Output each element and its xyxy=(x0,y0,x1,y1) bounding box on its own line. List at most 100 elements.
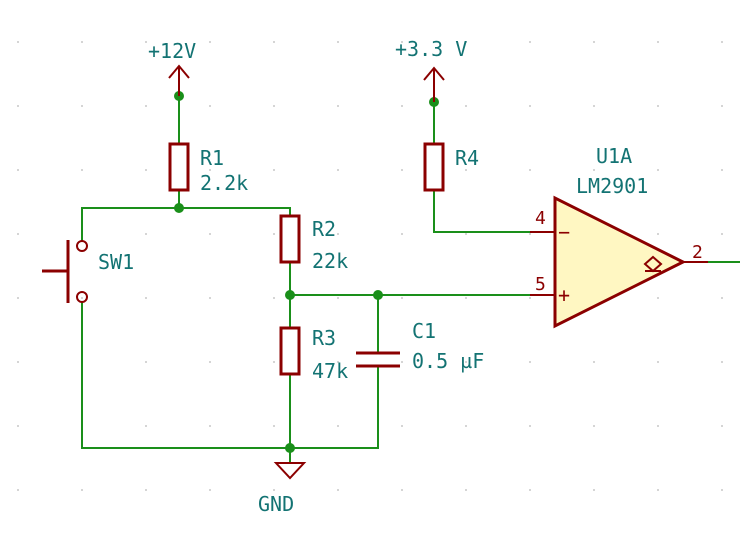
r1-value: 2.2k xyxy=(200,171,248,195)
junction-c1-top xyxy=(373,290,383,300)
grid-dot xyxy=(465,489,467,491)
junction-divider xyxy=(285,290,295,300)
grid-dot xyxy=(17,297,19,299)
pin-inv-number: 4 xyxy=(535,208,546,229)
grid-dot xyxy=(273,169,275,171)
grid-dot xyxy=(401,489,403,491)
r2-ref: R2 xyxy=(312,217,336,241)
grid-dot xyxy=(657,105,659,107)
grid-dot xyxy=(273,105,275,107)
grid-dot xyxy=(209,297,211,299)
grid-dot xyxy=(145,425,147,427)
grid-dot xyxy=(657,297,659,299)
grid-dot xyxy=(145,105,147,107)
grid-dot xyxy=(529,361,531,363)
grid-dot xyxy=(401,41,403,43)
r1-ref: R1 xyxy=(200,146,224,170)
grid-dot xyxy=(145,489,147,491)
grid-dot xyxy=(721,41,723,43)
wire-top-rail xyxy=(81,207,291,241)
pin-out-number: 2 xyxy=(692,242,703,263)
grid-dot xyxy=(593,169,595,171)
grid-dot xyxy=(657,361,659,363)
power-33v-label: +3.3 V xyxy=(395,37,467,61)
grid-dot xyxy=(401,297,403,299)
pin-noninv-number: 5 xyxy=(535,274,546,295)
grid-dot xyxy=(465,41,467,43)
grid-dot xyxy=(465,425,467,427)
grid-dot xyxy=(529,233,531,235)
grid-dot xyxy=(337,105,339,107)
grid-dot xyxy=(721,297,723,299)
grid-dot xyxy=(209,169,211,171)
grid-dot xyxy=(17,489,19,491)
grid-dot xyxy=(273,489,275,491)
grid-dot xyxy=(593,105,595,107)
resistor-r1: R1 2.2k xyxy=(168,142,248,195)
wire-sw-bottom xyxy=(81,302,291,449)
grid-dot xyxy=(721,233,723,235)
grid-dot xyxy=(209,361,211,363)
grid-dot xyxy=(273,361,275,363)
grid-dot xyxy=(337,361,339,363)
grid-dot xyxy=(273,233,275,235)
grid-dot xyxy=(593,361,595,363)
grid-dot xyxy=(273,297,275,299)
junctions xyxy=(174,91,439,453)
u1a-value: LM2901 xyxy=(576,174,648,198)
r3-value: 47k xyxy=(312,359,348,383)
grid-dot xyxy=(145,169,147,171)
grid-dot xyxy=(209,489,211,491)
grid-dot xyxy=(657,233,659,235)
resistor-r2: R2 22k xyxy=(279,214,348,273)
grid-dot xyxy=(17,425,19,427)
grid-dot xyxy=(81,105,83,107)
grid-dot xyxy=(337,425,339,427)
sw1-ref: SW1 xyxy=(98,250,134,274)
grid-dot xyxy=(465,105,467,107)
junction-r1-rail xyxy=(174,203,184,213)
grid-dot xyxy=(145,297,147,299)
grid-dot xyxy=(721,169,723,171)
grid-dot xyxy=(273,41,275,43)
grid-dot xyxy=(721,425,723,427)
grid-dot xyxy=(657,489,659,491)
grid-dot xyxy=(81,41,83,43)
c1-value: 0.5 µF xyxy=(412,349,484,373)
resistor-r4: R4 xyxy=(423,142,479,192)
grid-dot xyxy=(145,233,147,235)
grid-dot xyxy=(529,297,531,299)
wires xyxy=(81,95,740,463)
ground-symbol: GND xyxy=(258,462,307,516)
r2-value: 22k xyxy=(312,249,348,273)
grid-dot xyxy=(17,169,19,171)
power-33v-symbol: +3.3 V xyxy=(395,37,467,102)
r4-ref: R4 xyxy=(455,146,479,170)
opamp-u1a: − + 4 5 2 U1A LM2901 xyxy=(530,144,708,329)
r3-ref: R3 xyxy=(312,326,336,350)
grid-dot xyxy=(337,169,339,171)
grid-dot xyxy=(209,233,211,235)
grid-dot xyxy=(657,41,659,43)
grid-dot xyxy=(209,41,211,43)
grid-dot xyxy=(17,361,19,363)
grid-dot xyxy=(465,233,467,235)
grid-dot xyxy=(209,105,211,107)
grid-dot xyxy=(593,425,595,427)
grid-dot xyxy=(465,169,467,171)
grid-dot xyxy=(529,41,531,43)
resistor-r3: R3 47k xyxy=(279,326,348,383)
grid-dot xyxy=(17,105,19,107)
capacitor-c1: C1 0.5 µF xyxy=(356,319,484,373)
grid-dot xyxy=(17,233,19,235)
grid-dot xyxy=(81,297,83,299)
junction-gnd xyxy=(285,443,295,453)
grid-dot xyxy=(145,361,147,363)
ground-label: GND xyxy=(258,492,294,516)
grid-dot xyxy=(529,489,531,491)
u1a-ref: U1A xyxy=(596,144,632,168)
grid-dot xyxy=(337,489,339,491)
power-12v-label: +12V xyxy=(148,39,196,63)
grid-dot xyxy=(529,169,531,171)
